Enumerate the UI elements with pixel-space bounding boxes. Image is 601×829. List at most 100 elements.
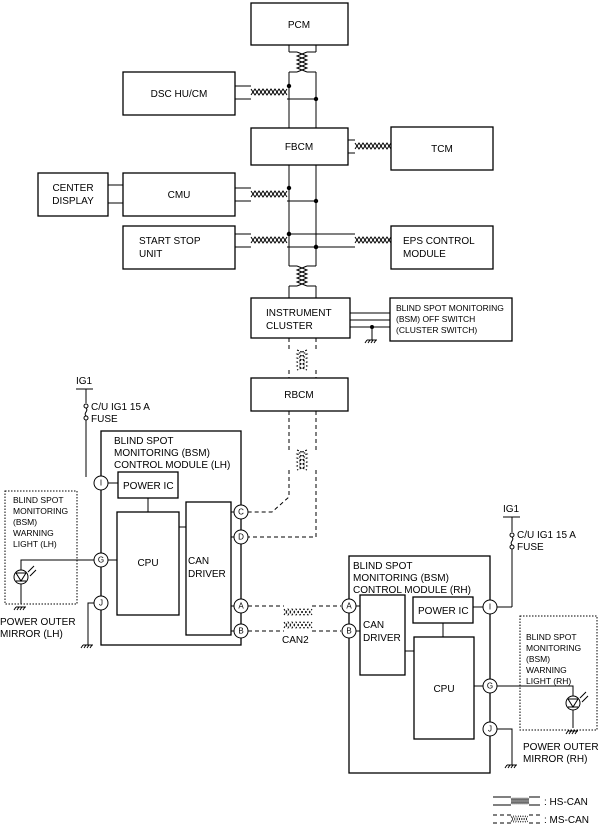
svg-text:FUSE: FUSE [91, 414, 118, 425]
svg-text:BLIND SPOT MONITORING: BLIND SPOT MONITORING [396, 303, 504, 313]
svg-text:CONTROL MODULE (LH): CONTROL MODULE (LH) [114, 460, 230, 471]
can2-label: CAN2 [282, 635, 309, 646]
svg-text:CONTROL MODULE (RH): CONTROL MODULE (RH) [353, 585, 471, 596]
legend-ms-can: : MS-CAN [493, 814, 589, 826]
tcm-box: TCM [390, 126, 494, 171]
svg-text:B: B [346, 627, 351, 636]
svg-text:MONITORING: MONITORING [526, 643, 581, 653]
svg-text:INSTRUMENT: INSTRUMENT [266, 308, 332, 319]
twisted-pair-pcm [296, 51, 308, 73]
bsm-off-switch-box: BLIND SPOT MONITORING (BSM) OFF SWITCH (… [389, 297, 513, 342]
can2-link [248, 605, 341, 632]
svg-text:(BSM): (BSM) [526, 654, 550, 664]
cmu-display-link [108, 184, 123, 204]
pin-b-lh: B [233, 623, 249, 639]
svg-text:CPU: CPU [433, 684, 454, 695]
svg-text:: MS-CAN: : MS-CAN [544, 815, 589, 826]
can-driver-lh: CAN DRIVER [185, 501, 232, 636]
svg-text:MONITORING (BSM): MONITORING (BSM) [114, 448, 210, 459]
power-outer-mirror-lh: BLIND SPOT MONITORING (BSM) WARNING LIGH… [4, 490, 78, 605]
svg-text:CLUSTER: CLUSTER [266, 321, 313, 332]
svg-text:DRIVER: DRIVER [188, 569, 226, 580]
svg-text:(CLUSTER SWITCH): (CLUSTER SWITCH) [396, 325, 477, 335]
svg-text:LIGHT (RH): LIGHT (RH) [526, 676, 571, 686]
fbcm-box: FBCM [250, 127, 349, 166]
twisted-pair-cluster [296, 265, 308, 287]
ground-icon [504, 764, 518, 769]
mirror-rh-label-1: POWER OUTER [523, 742, 599, 753]
svg-text:A: A [346, 602, 352, 611]
pin-c-lh: C [233, 504, 249, 520]
svg-text:RBCM: RBCM [284, 390, 313, 401]
lh-ig1-feed: IG1 C/U IG1 15 A FUSE [76, 376, 150, 477]
hs-can-bus [288, 45, 317, 298]
svg-text:CPU: CPU [137, 558, 158, 569]
svg-text:I: I [489, 603, 491, 612]
svg-text:CAN: CAN [363, 620, 384, 631]
pin-g-rh: G [482, 678, 498, 694]
pin-a-rh: A [341, 598, 357, 614]
can-driver-rh: CAN DRIVER [359, 594, 406, 676]
instrument-cluster-box: INSTRUMENT CLUSTER [250, 297, 351, 339]
legend-hs-can: : HS-CAN [493, 796, 588, 808]
dsc-branch [235, 83, 319, 102]
rh-ig1-feed: IG1 C/U IG1 15 A FUSE [497, 504, 576, 608]
pin-d-lh: D [233, 529, 249, 545]
pin-j-rh: J [482, 721, 498, 737]
power-ic-rh: POWER IC [412, 596, 474, 624]
svg-text:CMU: CMU [168, 190, 191, 201]
dsc-hu-cm-box: DSC HU/CM [122, 71, 236, 116]
svg-text:I: I [100, 479, 102, 488]
svg-text:BLIND SPOT: BLIND SPOT [526, 632, 577, 642]
rh-pin-j-ground-wire [497, 728, 513, 765]
svg-text:PCM: PCM [288, 20, 310, 31]
pcm-box: PCM [250, 2, 349, 46]
lh-pin-j-ground-wire [87, 602, 94, 645]
rbcm-box: RBCM [250, 377, 349, 412]
svg-text:C/U IG1 15 A: C/U IG1 15 A [517, 530, 576, 541]
eps-control-module-box: EPS CONTROL MODULE [390, 225, 494, 270]
svg-text:MONITORING (BSM): MONITORING (BSM) [353, 573, 449, 584]
svg-text:(BSM): (BSM) [13, 517, 37, 527]
cpu-lh: CPU [116, 511, 180, 616]
warning-light-lh-icon [13, 559, 94, 611]
cpu-rh: CPU [413, 636, 475, 740]
mirror-rh-label-2: MIRROR (RH) [523, 754, 587, 765]
pin-g-lh: G [93, 552, 109, 568]
svg-text:IG1: IG1 [503, 504, 520, 515]
start-stop-unit-box: START STOP UNIT [122, 225, 236, 270]
svg-text:C/U IG1 15 A: C/U IG1 15 A [91, 402, 150, 413]
warning-light-rh-icon [497, 685, 589, 735]
pin-b-rh: B [341, 623, 357, 639]
svg-text:D: D [238, 533, 244, 542]
svg-text:B: B [238, 627, 243, 636]
svg-text:IG1: IG1 [76, 376, 93, 387]
pin-a-lh: A [233, 598, 249, 614]
svg-text:LIGHT (LH): LIGHT (LH) [13, 539, 57, 549]
svg-text:UNIT: UNIT [139, 249, 162, 260]
svg-text:TCM: TCM [431, 144, 453, 155]
ground-icon [80, 644, 94, 649]
svg-text:: HS-CAN: : HS-CAN [544, 797, 588, 808]
svg-text:DRIVER: DRIVER [363, 633, 401, 644]
svg-text:BLIND SPOT: BLIND SPOT [114, 436, 173, 447]
eps-branch [286, 231, 392, 250]
svg-text:BLIND SPOT: BLIND SPOT [353, 561, 412, 572]
pin-j-lh: J [93, 595, 109, 611]
svg-text:FUSE: FUSE [517, 542, 544, 553]
svg-text:POWER IC: POWER IC [418, 606, 469, 617]
svg-text:DISPLAY: DISPLAY [52, 196, 94, 207]
center-display-box: CENTER DISPLAY [37, 172, 109, 217]
mirror-lh-label-2: MIRROR (LH) [0, 629, 63, 640]
power-ic-lh: POWER IC [117, 471, 179, 499]
pin-i-rh: I [482, 599, 498, 615]
svg-text:MONITORING: MONITORING [13, 506, 68, 516]
svg-text:EPS CONTROL: EPS CONTROL [403, 236, 475, 247]
svg-text:START STOP: START STOP [139, 236, 201, 247]
svg-text:WARNING: WARNING [526, 665, 567, 675]
svg-text:G: G [487, 682, 493, 691]
svg-text:G: G [98, 556, 104, 565]
svg-text:A: A [238, 602, 244, 611]
svg-text:MODULE: MODULE [403, 249, 446, 260]
